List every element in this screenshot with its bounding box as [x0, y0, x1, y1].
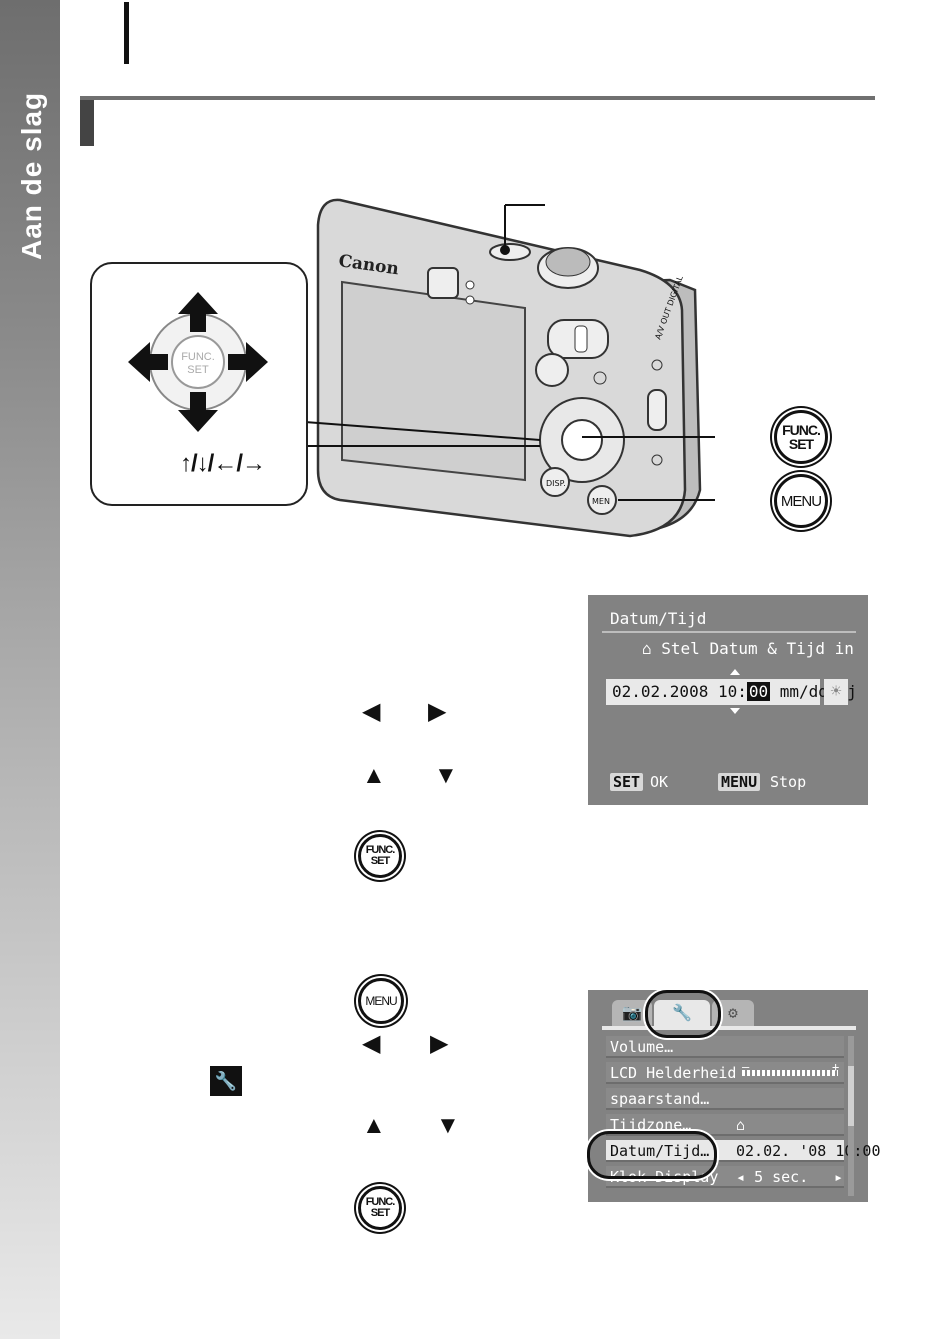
screen-title: Datum/Tijd: [610, 609, 707, 628]
screen-rule: [602, 631, 856, 633]
stop-label: Stop: [770, 773, 807, 791]
section-title: Aan de slag: [16, 92, 47, 261]
arrow-left-icon: ◀: [362, 698, 381, 725]
print-button: [535, 353, 569, 387]
func-set-button-icon: FUNC.SET: [358, 834, 402, 878]
arrow-up-icon: ▲: [362, 762, 386, 789]
daylight-icon: ☀: [824, 679, 848, 705]
av-port: [647, 389, 667, 431]
arrow-left-icon: [128, 342, 168, 382]
arrow-up-icon: [178, 292, 218, 332]
disp-label: DISP.: [546, 479, 566, 488]
func-set-button-icon: FUNC.SET: [774, 410, 828, 464]
menu-row-datetime: Datum/Tijd…02.02. '08 10:00: [606, 1140, 881, 1162]
speaker-icon: [593, 371, 607, 385]
chevron-right-icon: ▸: [834, 1168, 844, 1186]
scroll-thumb: [848, 1066, 854, 1126]
tab-underline: [602, 1026, 856, 1030]
dial-closeup: FUNC. SET: [128, 292, 268, 432]
lcd-minus: –: [742, 1060, 750, 1074]
lamp-icon: [465, 295, 475, 305]
setup-tab-icon: 🔧: [210, 1066, 242, 1096]
date-field: 02.02.2008 10:00 mm/dd/jj: [606, 679, 857, 705]
shutter-top: [545, 247, 591, 277]
home-icon: ⌂: [642, 639, 652, 658]
spin-down-icon: [730, 708, 740, 714]
arrows-label: ↑/↓/←/→: [180, 450, 266, 477]
lcd-setup-menu: 📷 🔧 ⚙ Volume… LCD Helderheid – + spaarst…: [588, 990, 881, 1202]
arrow-right-icon: [228, 342, 268, 382]
header-block: [80, 100, 94, 146]
side-gradient-strip: [0, 0, 60, 1339]
menu-row-volume: Volume…: [606, 1036, 844, 1058]
header-rule: [80, 96, 875, 100]
arrow-up-icon: ▲: [362, 1112, 386, 1139]
menu-button: [587, 485, 617, 515]
top-marker-bar: [124, 2, 129, 64]
func-set-button: [561, 419, 603, 461]
menu-row-power-saving: spaarstand…: [606, 1088, 844, 1110]
highlight-oval-setup-tab: [645, 990, 721, 1038]
menu-button-icon: MENU: [774, 474, 828, 528]
dial-label-1: FUNC.: [181, 351, 215, 363]
camera-lcd: [341, 280, 526, 482]
spin-up-icon: [730, 669, 740, 675]
highlight-oval-datetime: [587, 1131, 717, 1179]
func-set-button-icon: FUNC.SET: [358, 1186, 402, 1230]
arrow-down-icon: [178, 392, 218, 432]
dial-label-2: SET: [187, 364, 209, 376]
menu-button-icon: MENU: [358, 978, 404, 1024]
camera-illustration: Canon DISP. MEN A/V OUT DIGITAL: [304, 198, 715, 538]
menu-row-timezone: Tijdzone…⌂: [606, 1114, 844, 1136]
strap-screw: [651, 454, 663, 466]
ok-label: OK: [650, 773, 669, 791]
disp-button: [540, 467, 570, 497]
menu-row-lcd-brightness: LCD Helderheid – +: [606, 1060, 844, 1084]
viewfinder: [427, 267, 459, 299]
screen-subtitle: ⌂ Stel Datum & Tijd in: [642, 639, 854, 658]
selected-field: 00: [746, 682, 771, 701]
strap-screw: [651, 359, 663, 371]
arrow-down-icon: ▼: [434, 762, 458, 789]
arrow-right-icon: ▶: [428, 698, 447, 725]
leader-line: [304, 421, 541, 441]
clock-value: ◂ 5 sec.: [736, 1168, 809, 1186]
arrow-left-icon: ◀: [362, 1030, 381, 1057]
menu-short-label: MEN: [592, 497, 610, 506]
arrow-right-icon: ▶: [430, 1030, 449, 1057]
mode-slider: [574, 325, 588, 353]
dial-center: [171, 335, 225, 389]
set-key-label: SET: [610, 773, 644, 791]
menu-key-label: MENU: [718, 773, 761, 791]
brightness-scale: [742, 1070, 838, 1076]
power-button: [489, 243, 531, 261]
home-icon: ⌂: [736, 1116, 746, 1134]
arrow-down-icon: ▼: [436, 1112, 460, 1139]
lcd-datetime-screen: Datum/Tijd ⌂ Stel Datum & Tijd in 02.02.…: [588, 595, 868, 805]
lamp-icon: [465, 280, 475, 290]
lcd-plus: +: [832, 1060, 840, 1074]
